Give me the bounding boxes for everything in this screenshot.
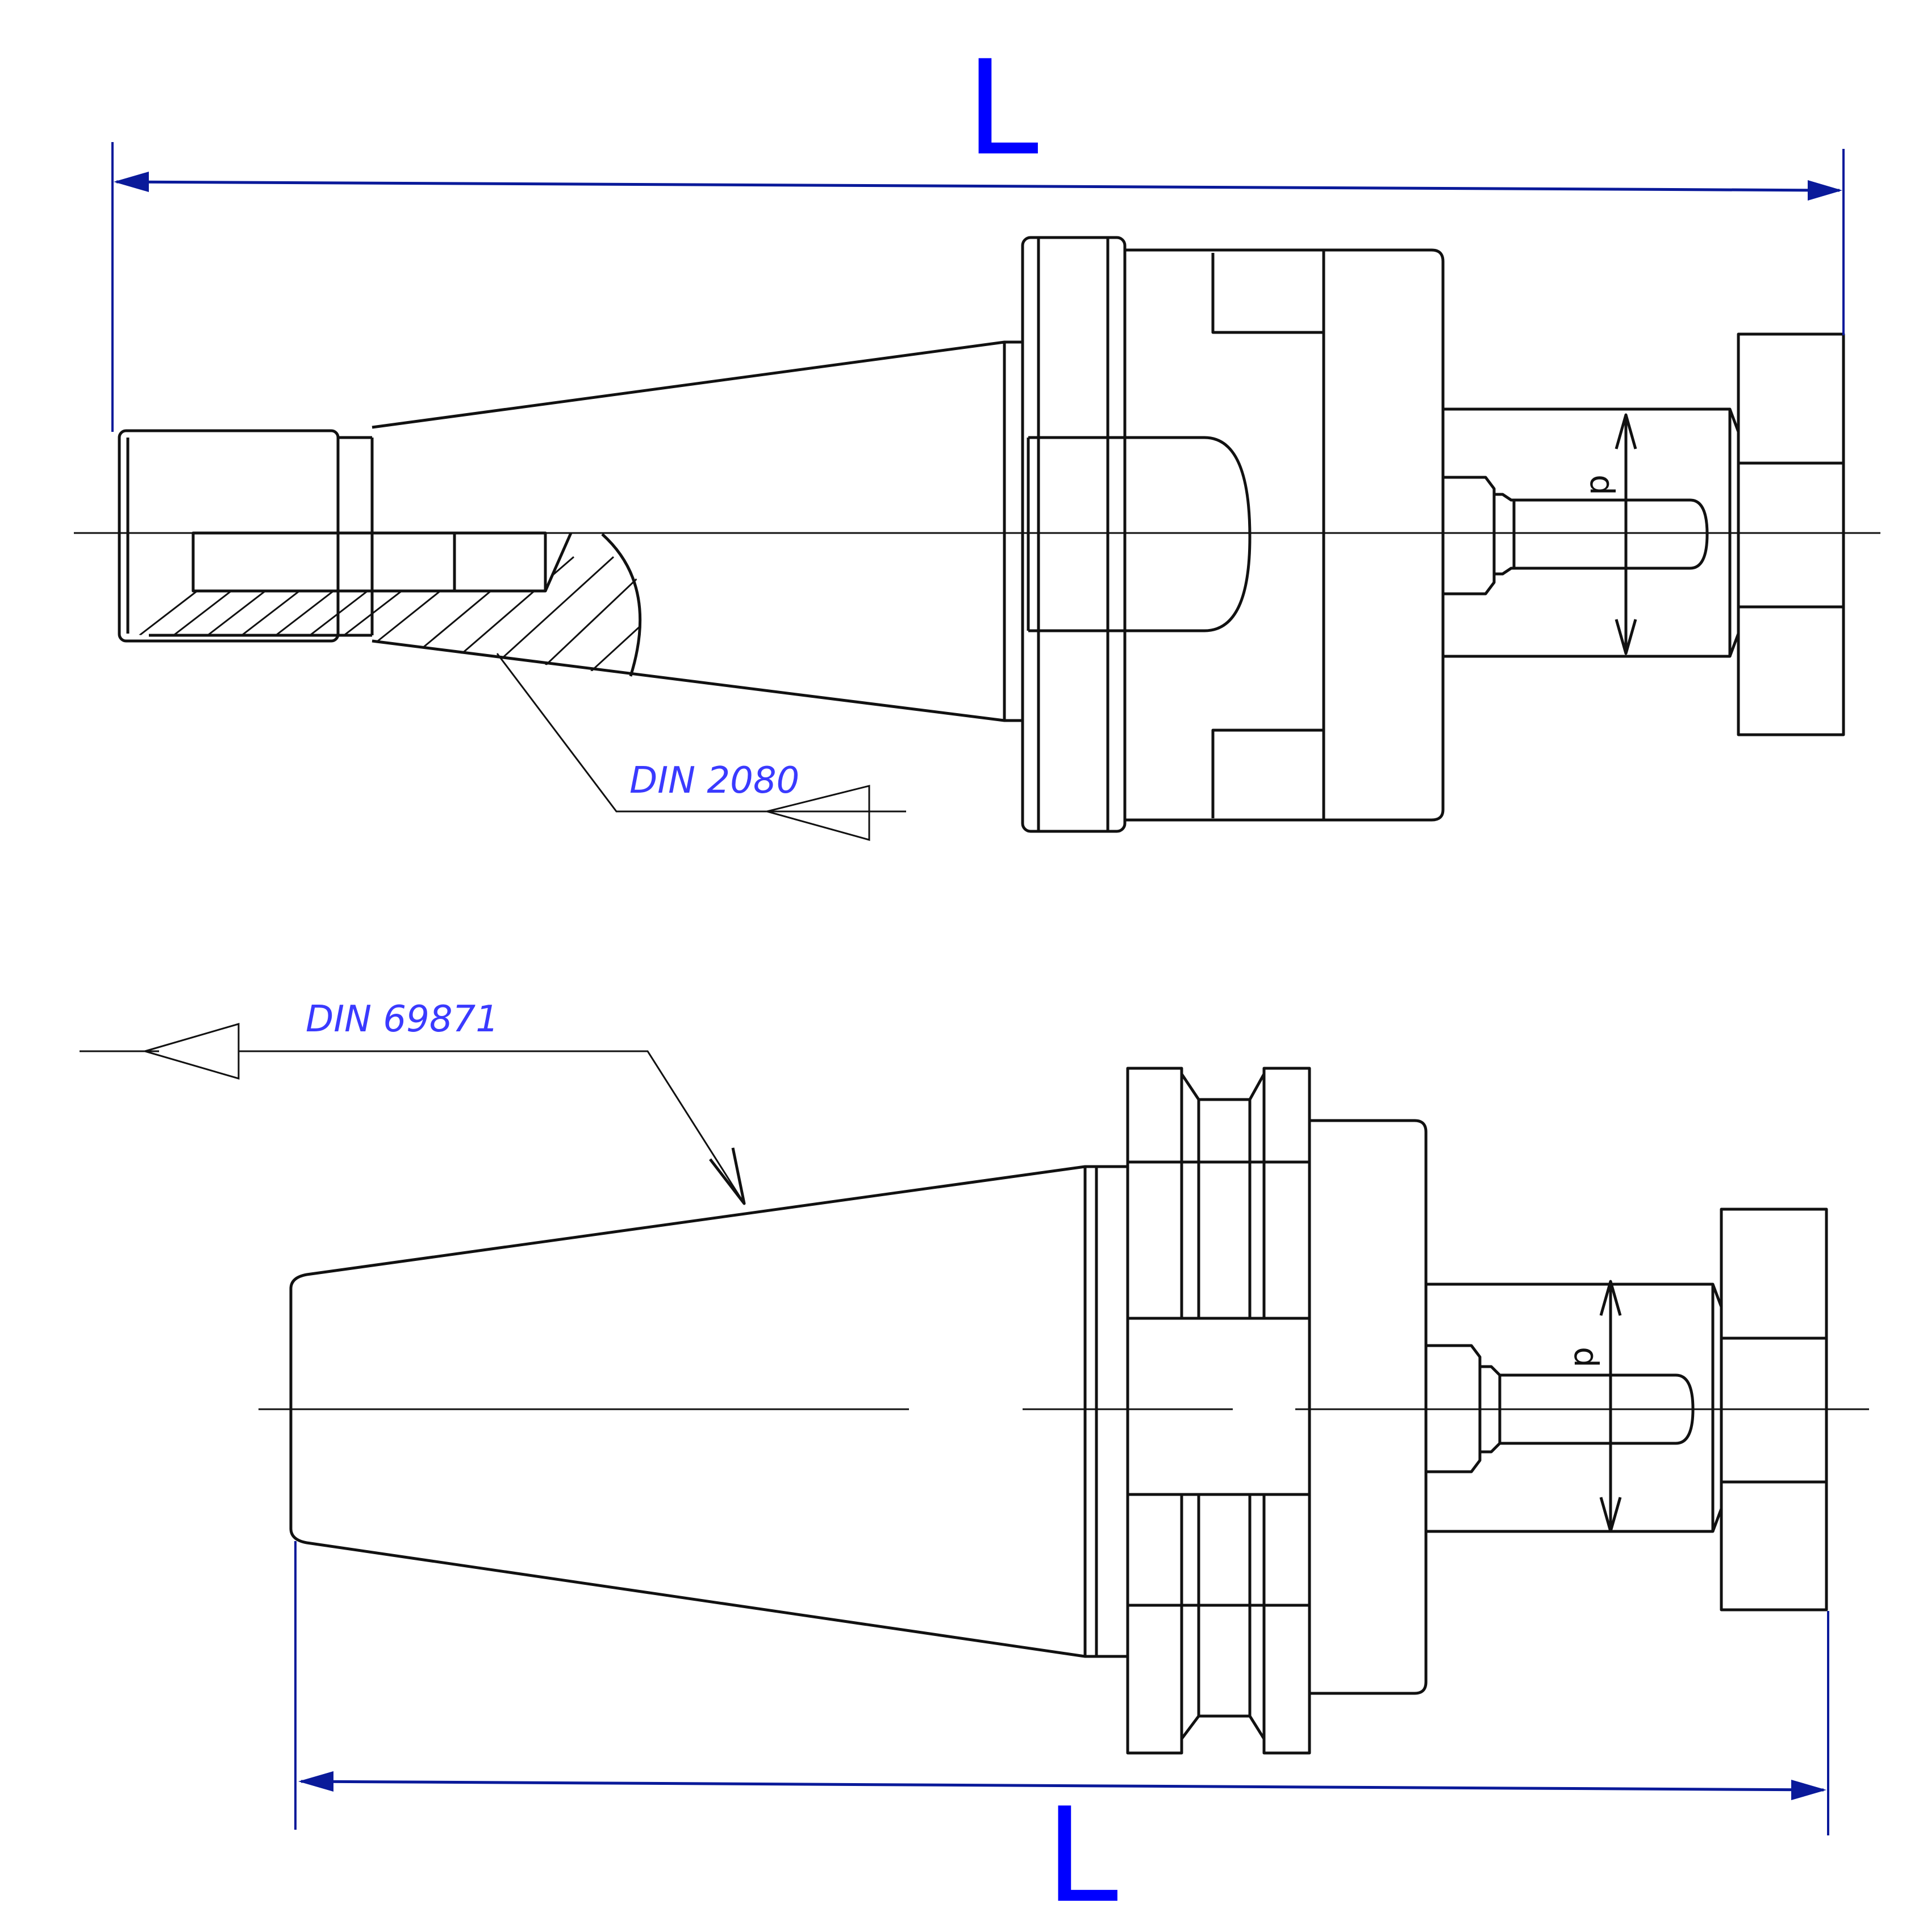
bottom-tool-holder: d DIN 69871 bbox=[80, 998, 1869, 1755]
top-nut bbox=[1737, 332, 1845, 736]
bottom-l-arrow-right-icon bbox=[1791, 1780, 1826, 1800]
bottom-pilot-pin bbox=[1480, 1365, 1695, 1454]
top-nose bbox=[118, 429, 340, 643]
bottom-din-leader bbox=[239, 1050, 745, 1204]
bottom-din-label: DIN 69871 bbox=[306, 998, 499, 1040]
bottom-shank bbox=[1426, 1283, 1715, 1533]
top-din-leader bbox=[496, 653, 906, 813]
top-key bbox=[1028, 436, 1252, 632]
bottom-length-dimension: L bbox=[294, 1541, 1829, 1932]
top-l-arrow-right-icon bbox=[1808, 180, 1842, 201]
top-hatch-section bbox=[132, 556, 645, 676]
bottom-taper bbox=[289, 1165, 1087, 1658]
bottom-nut bbox=[1720, 1208, 1828, 1612]
top-tool-holder: d DIN 2080 bbox=[74, 236, 1880, 841]
bottom-v-flange bbox=[1126, 1067, 1311, 1755]
bottom-body bbox=[1309, 1119, 1428, 1695]
top-drive-slot-lower bbox=[1211, 728, 1325, 818]
top-drive-slot-upper bbox=[1211, 253, 1325, 334]
top-d-label: d bbox=[1583, 474, 1621, 496]
top-l-dimension-line bbox=[116, 180, 1840, 192]
top-din-label: DIN 2080 bbox=[629, 760, 799, 802]
top-body bbox=[1125, 248, 1445, 822]
top-pilot-pin bbox=[1494, 493, 1709, 576]
top-bore bbox=[191, 531, 547, 593]
top-l-arrow-left-icon bbox=[114, 172, 149, 192]
bottom-drive-slot bbox=[1126, 1317, 1311, 1496]
bottom-l-arrow-left-icon bbox=[298, 1771, 333, 1792]
top-flange bbox=[1021, 236, 1127, 833]
top-length-dimension: L bbox=[111, 33, 1845, 432]
top-l-label: L bbox=[966, 33, 1038, 185]
bottom-l-label: L bbox=[1045, 1780, 1118, 1932]
bottom-d-label: d bbox=[1567, 1347, 1605, 1368]
top-shank bbox=[1443, 407, 1732, 658]
top-taper bbox=[372, 340, 1006, 722]
bottom-l-dimension-line bbox=[301, 1780, 1824, 1792]
